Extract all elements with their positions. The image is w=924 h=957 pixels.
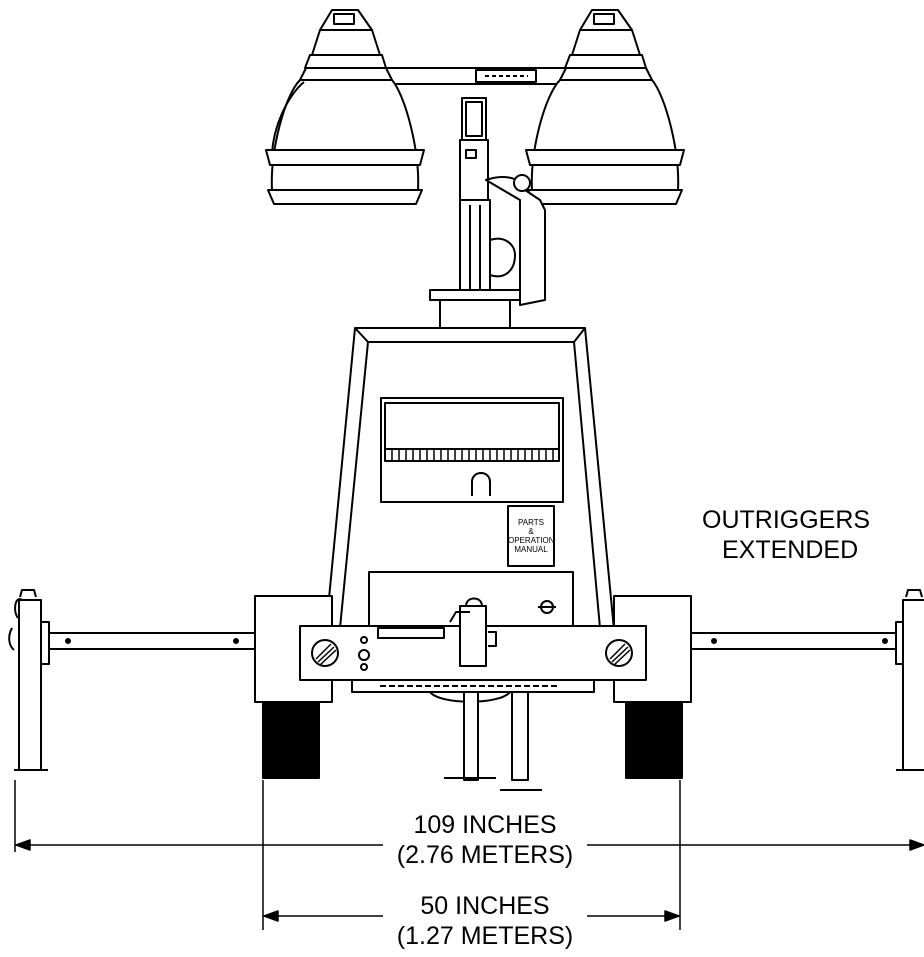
outer-dimension-label: 109 INCHES (2.76 METERS)	[383, 810, 587, 870]
left-floodlight	[265, 9, 425, 205]
right-tire	[625, 701, 683, 779]
right-floodlight	[525, 9, 685, 205]
inner-dimension-meters: (1.27 METERS)	[396, 922, 574, 950]
inner-dimension-line	[263, 910, 680, 922]
left-outrigger	[8, 589, 256, 771]
outriggers-label-line1: OUTRIGGERS	[702, 506, 871, 534]
manual-label-line4: MANUAL	[514, 545, 548, 554]
tongue-jack	[429, 597, 542, 791]
manual-label-line1: PARTS	[518, 518, 544, 527]
manual-label-line3: OPERATION	[508, 536, 555, 545]
manual-label-line2: &	[528, 527, 534, 536]
control-panel	[380, 397, 564, 503]
inner-dimension-inches: 50 INCHES	[420, 892, 550, 920]
manual-label: PARTS & OPERATION MANUAL	[508, 518, 555, 554]
left-tire	[262, 701, 320, 779]
outriggers-label-line2: EXTENDED	[722, 536, 859, 564]
outer-dimension-line	[15, 839, 924, 851]
outer-dimension-meters: (2.76 METERS)	[396, 841, 574, 869]
outer-dimension-inches: 109 INCHES	[413, 811, 557, 839]
right-outrigger	[690, 589, 924, 771]
inner-dimension-label: 50 INCHES (1.27 METERS)	[383, 891, 587, 951]
manual-holder	[507, 505, 555, 567]
dimension-extension-lines	[14, 780, 681, 930]
